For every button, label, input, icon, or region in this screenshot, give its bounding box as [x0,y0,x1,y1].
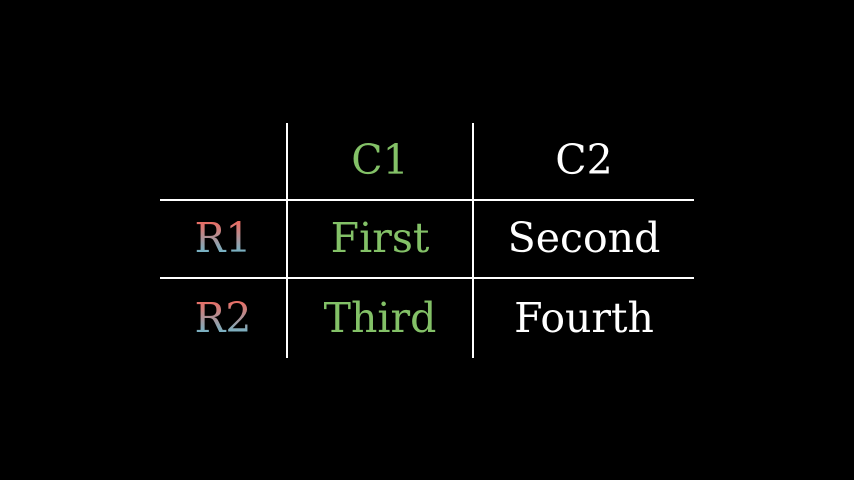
cell-r1-c2: Second [507,214,661,262]
cell-r2-c2: Fourth [514,294,654,342]
column-divider-line-2 [471,123,474,358]
row-header-r1: R1 [160,201,286,276]
cell-r1-c1: First [330,214,430,262]
header-divider-line [160,198,694,201]
column-header-c2: C2 [555,136,613,184]
column-header-c1: C1 [351,136,409,184]
cell-r2-c1: Third [323,294,437,342]
row-header-r2: R2 [160,279,286,358]
column-divider-line-1 [285,123,288,358]
row-divider-line [160,276,694,279]
